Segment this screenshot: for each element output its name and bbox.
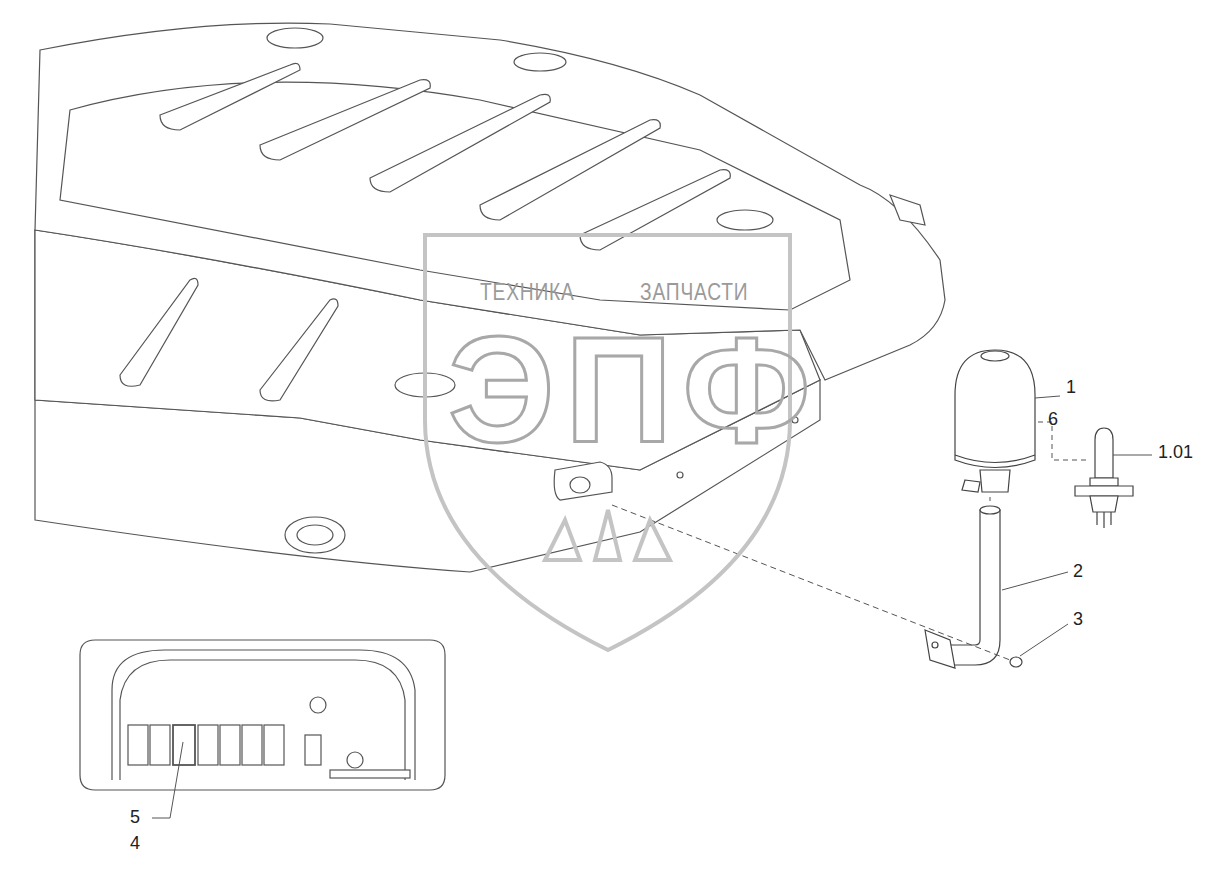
roof-lamp bbox=[297, 525, 333, 545]
inset-panel bbox=[80, 640, 445, 790]
rib bbox=[120, 278, 198, 386]
callout-number: 4 bbox=[130, 834, 140, 852]
bulb bbox=[1075, 428, 1133, 528]
leader-line bbox=[1020, 624, 1068, 656]
assembly-line bbox=[990, 497, 991, 505]
watermark-text: ТЕХНИКА bbox=[480, 280, 575, 304]
roof-hole bbox=[267, 28, 323, 48]
mount-seat bbox=[554, 462, 612, 500]
leader-line bbox=[1002, 572, 1068, 590]
leader-line bbox=[1038, 422, 1090, 460]
rib bbox=[370, 94, 550, 192]
roof-hole bbox=[514, 53, 566, 71]
rib bbox=[580, 170, 730, 250]
roof-lamp bbox=[285, 517, 345, 553]
rib bbox=[260, 299, 338, 401]
callout-number: 5 bbox=[130, 808, 140, 826]
rib bbox=[480, 120, 660, 220]
watermark-text: ЗАПЧАСТИ bbox=[640, 280, 748, 304]
watermark-logo: ЭПФ bbox=[448, 315, 821, 465]
roof-hole bbox=[717, 210, 773, 230]
rib bbox=[160, 63, 300, 130]
screw-dot bbox=[677, 472, 683, 478]
leader-line bbox=[1035, 396, 1060, 398]
screw bbox=[1010, 657, 1022, 667]
callout-number: 1 bbox=[1066, 378, 1076, 396]
bracket bbox=[925, 506, 1000, 668]
callout-number: 6 bbox=[1048, 410, 1058, 428]
rib bbox=[260, 80, 430, 160]
callout-number: 3 bbox=[1073, 610, 1083, 628]
leader-line bbox=[1113, 455, 1152, 456]
leader-line bbox=[152, 742, 183, 818]
mount-hole bbox=[570, 477, 590, 493]
beacon bbox=[955, 350, 1035, 492]
callout-number: 2 bbox=[1073, 562, 1083, 580]
side-light bbox=[890, 195, 925, 225]
callout-number: 1.01 bbox=[1158, 443, 1193, 461]
assembly-line bbox=[612, 505, 1010, 660]
